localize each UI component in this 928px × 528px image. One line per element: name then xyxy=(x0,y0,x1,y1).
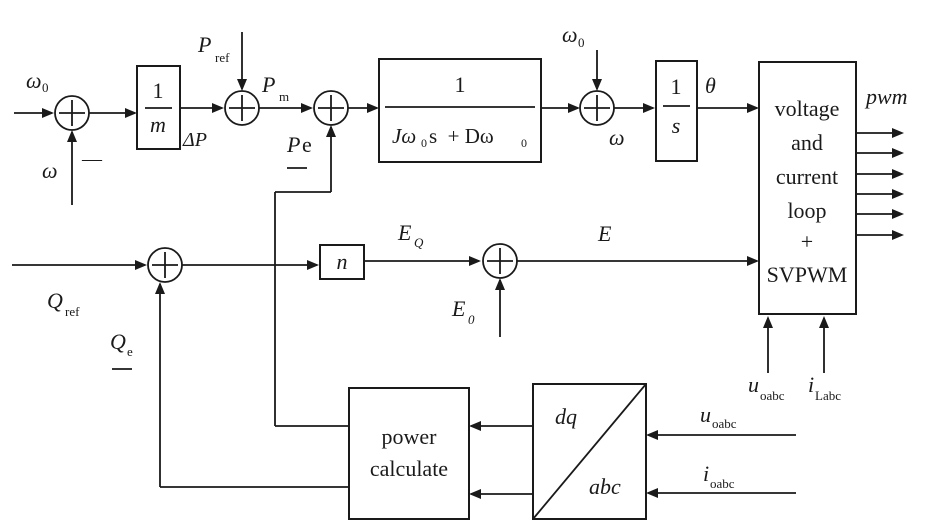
summing-junction-4 xyxy=(579,90,615,126)
power-calc-line-2: calculate xyxy=(370,456,448,481)
pwm-output-arrows xyxy=(856,128,904,240)
gain-m-numerator: 1 xyxy=(153,78,164,103)
e-label: E xyxy=(597,221,612,246)
swing-denominator-rest: s + Dω xyxy=(429,124,494,148)
arrowhead xyxy=(135,260,147,270)
i-labc-control-sub: Labc xyxy=(815,388,841,403)
ctrl-line-6: SVPWM xyxy=(767,262,848,287)
arrowhead xyxy=(469,256,481,266)
arrowhead xyxy=(495,278,505,290)
qref-sub: ref xyxy=(65,304,80,319)
arrowhead xyxy=(592,79,602,91)
delta-p-label: ΔP xyxy=(182,129,207,151)
eq-label: E xyxy=(397,220,412,245)
qref-label: Q xyxy=(47,288,63,313)
arrowhead xyxy=(367,103,379,113)
pref-label: P xyxy=(197,32,211,57)
dq-label: dq xyxy=(555,404,577,429)
swing-equation-block xyxy=(378,58,542,163)
gain-n-label: n xyxy=(337,249,348,274)
integrator-numerator: 1 xyxy=(671,74,682,99)
minus-sign-omega: — xyxy=(81,148,103,170)
pref-sub: ref xyxy=(215,50,230,65)
gain-m-denominator: m xyxy=(150,112,166,137)
pe-label: P xyxy=(286,132,300,157)
arrowhead xyxy=(326,125,336,137)
omega-output-label: ω xyxy=(609,125,625,150)
u-oabc-input-label: u xyxy=(700,402,711,427)
e0-sub: 0 xyxy=(468,312,475,327)
pm-label: P xyxy=(261,72,275,97)
ctrl-line-5: + xyxy=(801,229,813,254)
e0-label: E xyxy=(451,296,466,321)
integrator-denominator: s xyxy=(672,113,681,138)
arrowhead xyxy=(469,489,481,499)
summing-junction-1 xyxy=(54,95,90,131)
swing-denominator-sub0: 0 xyxy=(421,136,427,150)
arrowhead xyxy=(747,256,759,266)
arrowhead xyxy=(747,103,759,113)
swing-denominator-j: Jω xyxy=(392,124,416,148)
theta-label: θ xyxy=(705,73,716,98)
ctrl-line-4: loop xyxy=(787,198,826,223)
omega0-top-label: ω xyxy=(562,22,578,47)
arrowhead xyxy=(67,130,77,142)
eq-sub: Q xyxy=(414,235,424,250)
u-oabc-control-label: u xyxy=(748,372,759,397)
arrowhead xyxy=(307,260,319,270)
summing-junction-2 xyxy=(224,90,260,126)
i-labc-control-label: i xyxy=(808,372,814,397)
arrowhead xyxy=(643,103,655,113)
summing-junction-3 xyxy=(313,90,349,126)
omega-label: ω xyxy=(42,158,58,183)
omega0-label: ω xyxy=(26,68,42,93)
abc-label: abc xyxy=(589,474,621,499)
voltage-current-loop-svpwm-block xyxy=(758,61,857,315)
arrowhead xyxy=(212,103,224,113)
gain-n-block xyxy=(319,244,365,280)
power-calculate-block xyxy=(348,387,470,520)
integrator-block xyxy=(655,60,698,162)
arrowhead xyxy=(819,316,829,328)
qe-label: Q xyxy=(110,329,126,354)
dq-abc-diagonal xyxy=(532,383,647,520)
arrowhead xyxy=(237,79,247,91)
i-oabc-input-label: i xyxy=(703,461,709,486)
u-oabc-input-sub: oabc xyxy=(712,416,737,431)
arrowhead xyxy=(568,103,580,113)
arrowhead xyxy=(646,430,658,440)
ctrl-line-2: and xyxy=(791,130,823,155)
u-oabc-control-sub: oabc xyxy=(760,388,785,403)
omega0-top-sub: 0 xyxy=(578,35,585,50)
swing-numerator: 1 xyxy=(455,72,466,97)
ctrl-line-1: voltage xyxy=(775,96,840,121)
swing-denominator-sub0b: 0 xyxy=(521,136,527,150)
pm-sub: m xyxy=(279,89,289,104)
arrowhead xyxy=(42,108,54,118)
arrowhead xyxy=(125,108,137,118)
arrowhead xyxy=(469,421,481,431)
ctrl-line-3: current xyxy=(776,164,838,189)
pe-sub: e xyxy=(302,132,312,157)
arrowhead xyxy=(301,103,313,113)
arrowhead xyxy=(646,488,658,498)
pwm-label: pwm xyxy=(864,84,908,109)
arrowhead xyxy=(763,316,773,328)
i-oabc-input-sub: oabc xyxy=(710,476,735,491)
arrowhead xyxy=(155,282,165,294)
summing-junction-6 xyxy=(482,243,518,279)
power-calc-line-1: power xyxy=(382,424,438,449)
summing-junction-5 xyxy=(147,247,183,283)
qe-sub: e xyxy=(127,344,133,359)
omega0-sub: 0 xyxy=(42,80,49,95)
